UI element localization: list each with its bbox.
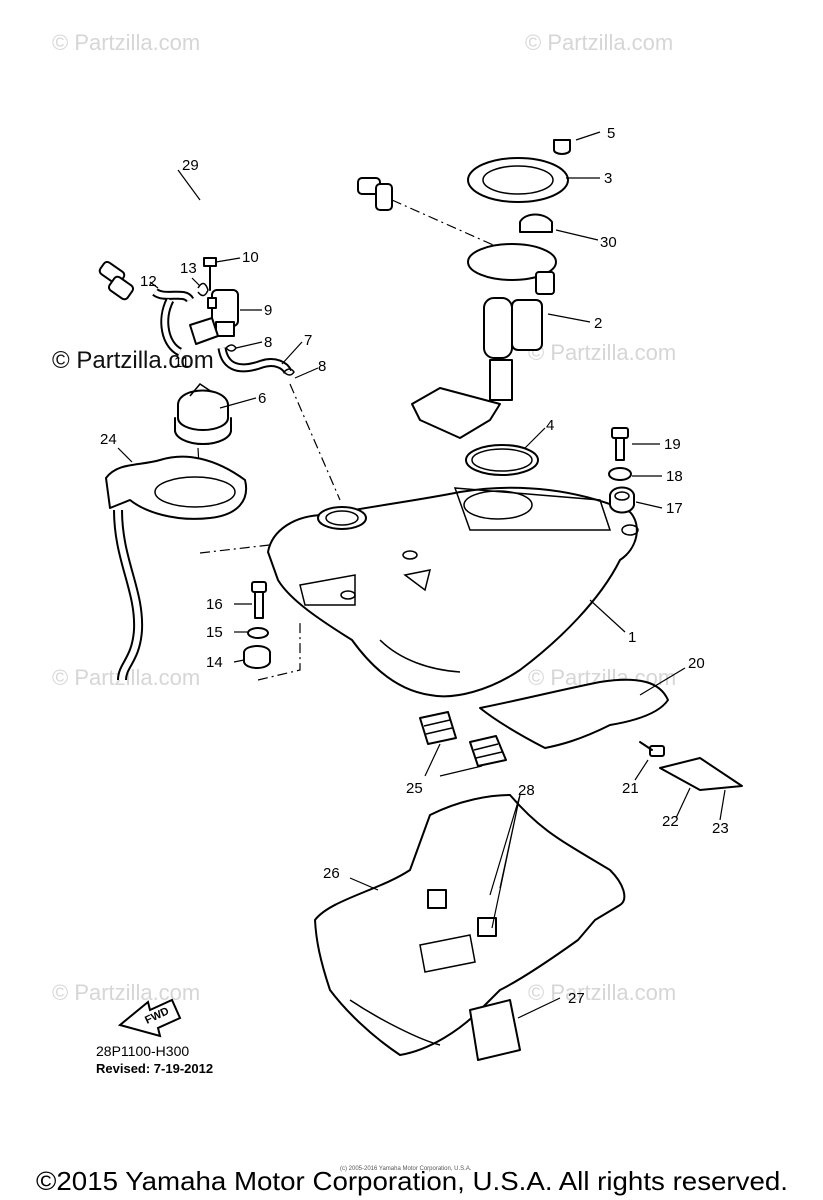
watermark-bottom-left: © Partzilla.com — [52, 980, 200, 1005]
callout-6: 6 — [258, 390, 266, 407]
callout-16: 16 — [206, 596, 223, 613]
part-4-gasket[interactable] — [465, 444, 539, 476]
part-15-collar[interactable] — [247, 627, 269, 639]
dash-line-7-tank — [289, 383, 341, 501]
diagram-code: 28P1100-H300 — [96, 1043, 189, 1059]
part-7-hose[interactable] — [217, 346, 293, 375]
callout-4: 4 — [546, 417, 554, 434]
part-25-damper-right[interactable] — [469, 735, 507, 767]
part-3-retainer-ring[interactable] — [467, 157, 569, 203]
callout-21: 21 — [622, 780, 639, 797]
part-26-lower-cover[interactable] — [314, 794, 626, 1056]
callout-17: 17 — [666, 500, 683, 517]
callout-15: 15 — [206, 624, 223, 641]
part-5-nut[interactable] — [553, 139, 571, 155]
callout-3: 3 — [604, 170, 612, 187]
callout-28: 28 — [518, 782, 535, 799]
part-6-fuel-cap[interactable] — [174, 383, 232, 445]
watermark-top-left: © Partzilla.com — [52, 30, 200, 55]
part-1-fuel-tank[interactable] — [267, 486, 639, 698]
part-25-damper-left[interactable] — [419, 711, 457, 745]
callout-22: 22 — [662, 813, 679, 830]
callout-8-lower: 8 — [318, 358, 326, 375]
callout-27: 27 — [568, 990, 585, 1007]
watermark-bottom-right: © Partzilla.com — [528, 980, 676, 1005]
part-17-grommet[interactable] — [609, 486, 635, 514]
callout-9: 9 — [264, 302, 272, 319]
callout-labels: 5 3 30 2 4 6 29 10 13 12 9 8 11 7 8 24 1… — [100, 125, 729, 1007]
callout-11: 11 — [174, 354, 190, 371]
part-22-plate[interactable] — [659, 757, 743, 791]
callout-12: 12 — [140, 273, 157, 290]
part-16-bolt[interactable] — [251, 581, 267, 619]
callout-24: 24 — [100, 431, 117, 448]
callout-13: 13 — [180, 260, 197, 277]
part-4-gasket-inner — [471, 448, 533, 472]
callout-30: 30 — [600, 234, 617, 251]
callout-8-upper: 8 — [264, 334, 272, 351]
callout-10: 10 — [242, 249, 259, 266]
small-copyright: (c) 2005-2016 Yamaha Motor Corporation, … — [340, 1166, 472, 1172]
revised-date: Revised: 7-19-2012 — [96, 1061, 213, 1076]
watermark-mid-left: © Partzilla.com — [52, 347, 214, 374]
callout-18: 18 — [666, 468, 683, 485]
callout-20: 20 — [688, 655, 705, 672]
part-12-hose[interactable] — [152, 288, 195, 357]
leader-lines — [117, 131, 726, 1019]
callout-29: 29 — [182, 157, 199, 174]
callout-23: 23 — [712, 820, 729, 837]
part-8-clamp-upper[interactable] — [225, 344, 237, 352]
callout-1: 1 — [628, 629, 636, 646]
callout-26: 26 — [323, 865, 340, 882]
callout-7: 7 — [304, 332, 312, 349]
part-2-fuel-pump[interactable] — [411, 243, 557, 439]
part-21-bolt[interactable] — [639, 741, 665, 757]
callout-25: 25 — [406, 780, 423, 797]
dash-line-14-tank — [257, 620, 301, 681]
callout-2: 2 — [594, 315, 602, 332]
part-30-clamp[interactable] — [519, 213, 553, 233]
part-13-clip[interactable] — [197, 282, 209, 297]
part-24-filler-tray[interactable] — [105, 455, 248, 681]
footer-copyright: ©2015 Yamaha Motor Corporation, U.S.A. A… — [36, 1166, 788, 1196]
part-27-plate[interactable] — [469, 999, 521, 1061]
part-19-bolt[interactable] — [611, 427, 629, 461]
part-20-cover[interactable] — [479, 678, 669, 749]
part-14-grommet[interactable] — [243, 645, 271, 669]
watermark-top-right: © Partzilla.com — [525, 30, 673, 55]
part-8-clamp-lower[interactable] — [283, 368, 295, 376]
dash-line-29-2 — [391, 199, 546, 269]
part-11-bracket[interactable] — [189, 317, 219, 345]
callout-5: 5 — [607, 125, 615, 142]
part-29-vent-hose[interactable] — [98, 177, 393, 301]
part-9-valve[interactable] — [207, 289, 239, 337]
callout-14: 14 — [206, 654, 223, 671]
dash-line-6-24 — [197, 447, 201, 486]
fwd-arrow-icon: FWD — [117, 998, 182, 1038]
part-18-collar[interactable] — [608, 467, 632, 481]
watermark-mid-right: © Partzilla.com — [528, 340, 676, 365]
callout-19: 19 — [664, 436, 681, 453]
